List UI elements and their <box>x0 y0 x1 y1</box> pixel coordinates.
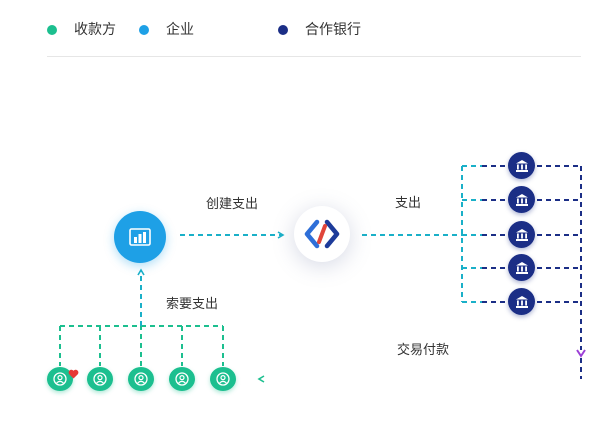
bar-chart-icon <box>129 228 151 246</box>
payee-node <box>210 367 236 391</box>
bank-node <box>508 254 535 281</box>
bank-node <box>508 221 535 248</box>
legend-label-payee: 收款方 <box>74 22 116 38</box>
bank-return-lines <box>537 165 582 350</box>
bank-icon <box>515 261 528 274</box>
rail-chevron <box>576 349 586 358</box>
bank-node <box>508 152 535 179</box>
legend-dot-payee <box>47 25 57 35</box>
payee-node <box>87 367 113 391</box>
user-icon <box>93 372 107 386</box>
label-request-payment: 索要支出 <box>166 297 219 312</box>
platform-logo-icon <box>304 219 340 249</box>
payee-tree <box>59 325 224 366</box>
user-icon <box>53 372 67 386</box>
payee-node <box>128 367 154 391</box>
legend-divider <box>47 56 581 57</box>
label-create-payment: 创建支出 <box>206 197 259 212</box>
user-icon <box>134 372 148 386</box>
platform-node <box>294 206 350 262</box>
legend: 收款方 企业 合作银行 <box>0 0 611 57</box>
heart-icon <box>68 364 79 383</box>
legend-label-bank: 合作银行 <box>305 22 361 38</box>
legend-item-enterprise: 企业 <box>139 22 194 38</box>
bank-icon <box>515 228 528 241</box>
bank-branches <box>462 165 506 303</box>
legend-label-enterprise: 企业 <box>166 22 194 38</box>
payee-node <box>47 367 73 391</box>
bank-node <box>508 288 535 315</box>
bank-icon <box>515 295 528 308</box>
enterprise-node <box>114 211 166 263</box>
legend-dot-enterprise <box>139 25 149 35</box>
user-icon <box>175 372 189 386</box>
bank-icon <box>515 159 528 172</box>
user-icon <box>216 372 230 386</box>
payee-node <box>169 367 195 391</box>
legend-item-payee: 收款方 <box>47 22 116 38</box>
bank-node <box>508 186 535 213</box>
legend-dot-bank <box>278 25 288 35</box>
legend-item-bank: 合作银行 <box>278 22 361 38</box>
label-transaction-payment: 交易付款 <box>397 343 450 358</box>
label-payout: 支出 <box>395 196 422 211</box>
bank-icon <box>515 193 528 206</box>
